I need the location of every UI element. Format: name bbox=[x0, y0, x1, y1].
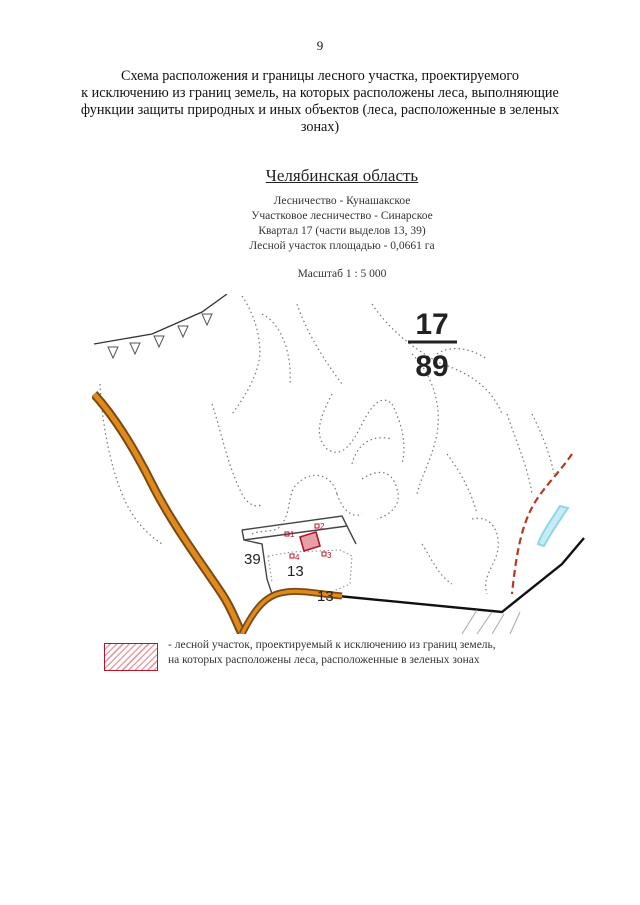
quarter-number-bottom: 89 bbox=[415, 350, 448, 383]
map-scale: Масштаб 1 : 5 000 bbox=[297, 268, 387, 280]
region-title: Челябинская область bbox=[265, 166, 419, 185]
road bbox=[92, 390, 343, 634]
plot-point-3: 3 bbox=[327, 551, 332, 560]
forest-map: 17 89 39 13 13 1 2 3 4 bbox=[92, 294, 585, 634]
plot-point-2: 2 bbox=[320, 522, 325, 531]
quarter-line: Квартал 17 (части выделов 13, 39) bbox=[258, 225, 426, 237]
dashed-boundary bbox=[510, 453, 573, 595]
map-header: Челябинская область Лесничество - Кунаша… bbox=[172, 160, 512, 280]
title-line: функции защиты природных и иных объектов… bbox=[80, 102, 560, 118]
legend-text: - лесной участок, проектируемый к исключ… bbox=[168, 638, 578, 668]
forest-contours bbox=[99, 295, 555, 595]
allotment-label-39: 39 bbox=[244, 551, 261, 568]
allotment-label-13: 13 bbox=[287, 563, 304, 580]
plot-point-4: 4 bbox=[295, 553, 300, 562]
boundary-line bbox=[93, 294, 228, 345]
map-figure: Челябинская область Лесничество - Кунаша… bbox=[92, 160, 592, 680]
legend-swatch bbox=[104, 643, 158, 671]
triangle-markers bbox=[107, 313, 213, 360]
quarter-number-top: 17 bbox=[415, 308, 448, 341]
plot-contours bbox=[267, 549, 353, 595]
allotment-label-13-lower: 13 bbox=[317, 588, 334, 605]
document-title: Схема расположения и границы лесного уча… bbox=[55, 68, 585, 136]
title-line: к исключению из границ земель, на которы… bbox=[81, 85, 559, 101]
legend-line: на которых расположены леса, расположенн… bbox=[168, 654, 480, 666]
plot-point-1: 1 bbox=[290, 530, 295, 539]
legend-line: - лесной участок, проектируемый к исключ… bbox=[168, 639, 496, 651]
page-number: 9 bbox=[316, 38, 324, 53]
forest-plot: 1 2 3 4 bbox=[284, 522, 332, 562]
block-lines bbox=[241, 515, 357, 595]
title-line: Схема расположения и границы лесного уча… bbox=[120, 68, 519, 84]
title-line: зонах) bbox=[300, 119, 340, 135]
water-body bbox=[536, 504, 570, 548]
hatched-area bbox=[461, 609, 521, 634]
quarter-boundary bbox=[337, 537, 585, 614]
plot-area-line: Лесной участок площадью - 0,0661 га bbox=[249, 240, 435, 252]
forestry-line: Лесничество - Кунашакское bbox=[273, 195, 411, 207]
district-forestry-line: Участковое лесничество - Синарское bbox=[251, 210, 433, 222]
